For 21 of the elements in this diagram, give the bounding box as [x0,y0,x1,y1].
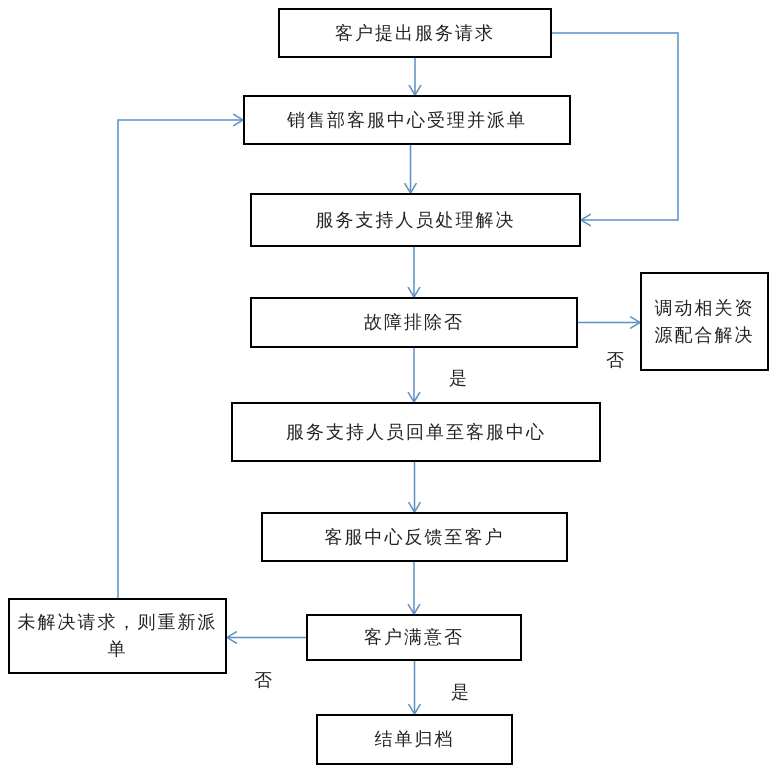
arrow [407,247,421,298]
process-box: 客服中心反馈至客户 [261,512,568,562]
process-box: 故障排除否 [250,297,578,348]
process-box: 服务支持人员回单至客服中心 [231,402,601,462]
arrow [578,316,641,330]
arrow [407,348,421,403]
arrow [404,145,418,194]
arrow [408,462,422,513]
process-box: 客户满意否 [306,614,522,661]
arrow [117,113,244,598]
arrow [226,630,306,644]
process-box: 销售部客服中心受理并派单 [243,95,571,145]
process-box: 客户提出服务请求 [278,8,552,58]
process-box: 服务支持人员处理解决 [250,193,581,247]
arrow [407,562,421,615]
arrow [552,32,679,227]
process-box: 结单归档 [316,714,513,765]
arrow [408,661,422,715]
arrow [408,58,422,96]
process-box: 调动相关资源配合解决 [640,272,769,371]
process-box: 未解决请求，则重新派单 [8,598,227,674]
